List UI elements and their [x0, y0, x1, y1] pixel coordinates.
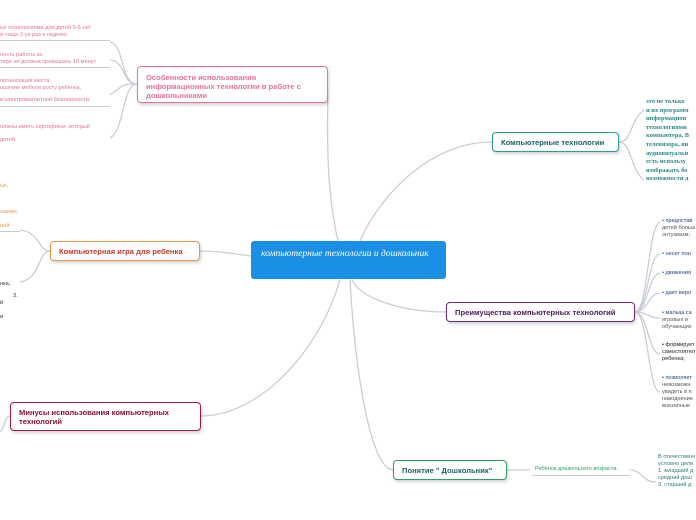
game-note: ной — [0, 223, 10, 229]
features-note-divider — [0, 40, 110, 41]
computer-tech-line: технологиями — [646, 123, 687, 131]
node-preschooler-label: Понятие " Дошкольник" — [402, 465, 493, 475]
connector-preschooler — [349, 279, 394, 471]
node-features-label: Особенности использования информационных… — [146, 73, 301, 100]
features-note: тере не должна превышать 10 минут — [0, 59, 97, 65]
node-computer-game-label: Компьютерная игра для ребенка — [59, 246, 183, 256]
advantage-item: • дает веро — [662, 290, 692, 296]
computer-tech-line: информацион — [646, 115, 687, 123]
features-note: организация места — [0, 78, 50, 84]
connector-minuses — [200, 279, 341, 417]
connector-game — [199, 250, 252, 257]
game-note: значит, — [0, 209, 19, 215]
central-topic-label: компьютерные технологии и дошкольник — [261, 249, 429, 259]
game-note: 3. — [13, 293, 18, 299]
features-note-divider — [0, 67, 110, 68]
computer-tech-line: телевизора, ви — [646, 140, 689, 148]
advantage-item: • несет пон — [662, 251, 691, 257]
node-computer-game[interactable]: Компьютерная игра для ребенка — [50, 241, 200, 261]
node-preschooler[interactable]: Понятие " Дошкольник" — [393, 460, 507, 480]
node-minuses-label: Минусы использования компьютерных технол… — [19, 407, 169, 426]
features-note: олжны иметь сертификат, который — [0, 124, 90, 130]
node-features[interactable]: Особенности использования информационных… — [137, 66, 328, 103]
node-computer-technologies-label: Компьютерные технологии — [501, 137, 605, 147]
central-node[interactable]: компьютерные технологии и дошкольник — [251, 241, 446, 279]
connector-advantages — [351, 279, 447, 313]
computer-tech-line: компьютера, В — [646, 132, 690, 140]
features-note: в электромагнитной безопасности. — [0, 97, 91, 103]
features-note: ошение мебели росту ребенка, — [0, 85, 82, 91]
computer-tech-line: и их программ — [646, 106, 689, 114]
connector-features-notes — [109, 41, 138, 139]
game-note: й — [0, 300, 4, 306]
game-note: нка, — [0, 281, 11, 287]
connector-computer-tech-text — [618, 109, 645, 181]
node-advantages-label: Преимущества компьютерных технологий — [455, 307, 616, 317]
computer-tech-description: это не только и их программ информацион … — [646, 98, 696, 184]
advantage-item: • движения — [662, 270, 691, 276]
features-note: детей. — [0, 137, 17, 143]
computer-tech-line: есть использу — [646, 158, 686, 166]
connector-features — [326, 83, 339, 242]
node-minuses[interactable]: Минусы использования компьютерных технол… — [10, 402, 201, 431]
connector-minuses-left — [0, 415, 11, 433]
preschooler-definition-underline — [532, 475, 630, 476]
game-note: и — [0, 314, 4, 320]
features-note: ьи технологиями для детей 5-6 лет — [0, 25, 92, 31]
computer-tech-line: аудиовизуальн — [646, 149, 689, 157]
features-note: ность работы за — [0, 52, 43, 58]
game-note-divider — [0, 231, 20, 232]
connector-game-notes — [19, 229, 51, 283]
connector-advantages-items — [634, 221, 661, 393]
connector-preschooler-notes — [629, 469, 657, 483]
game-note: ых, — [0, 183, 9, 189]
connector-computer-tech — [359, 141, 493, 242]
computer-tech-line: это не только — [646, 98, 685, 105]
node-computer-technologies[interactable]: Компьютерные технологии — [492, 132, 619, 152]
computer-tech-line: изображать бо — [646, 166, 688, 174]
features-note: и чаще 2-ух раз в неделю. — [0, 32, 69, 38]
features-note-divider — [0, 106, 110, 107]
computer-tech-line: возможности д — [646, 175, 689, 183]
preschooler-definition: Ребёнок дошкольного возраста. — [535, 466, 619, 472]
node-advantages[interactable]: Преимущества компьютерных технологий — [446, 302, 635, 322]
